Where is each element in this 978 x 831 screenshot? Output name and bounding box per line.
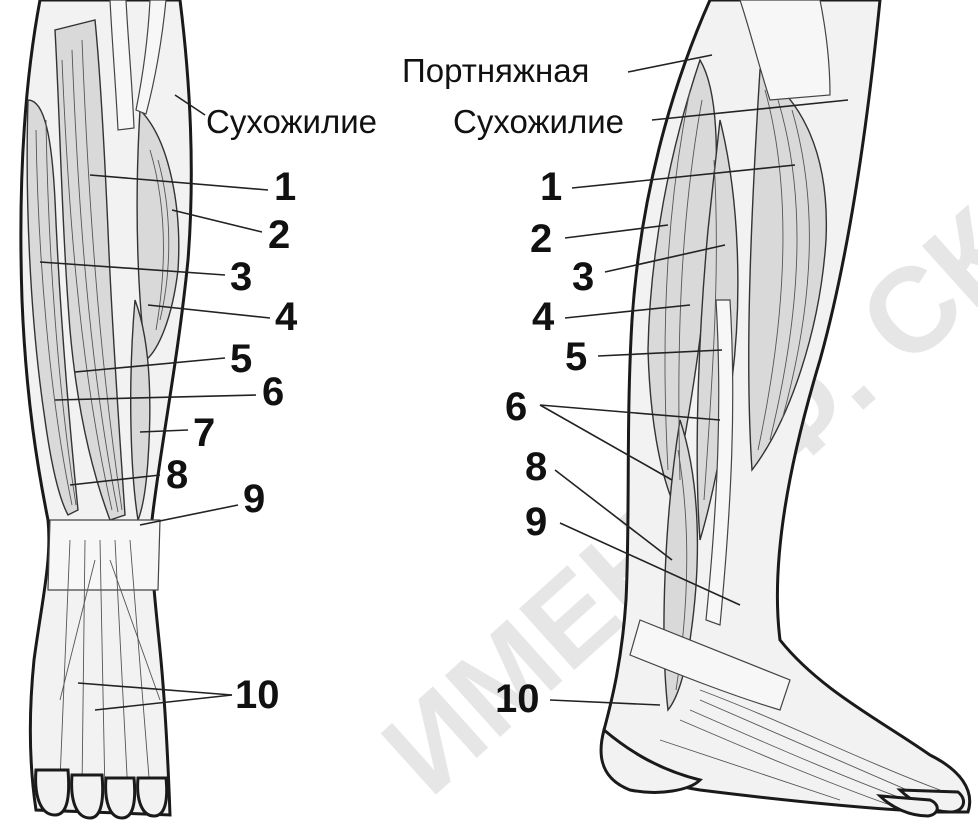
right-leg-illustration <box>601 0 970 816</box>
right-label-tendon: Сухожилие <box>453 103 624 140</box>
left-label-9: 9 <box>243 477 265 521</box>
right-label-10: 10 <box>495 677 540 721</box>
right-label-2: 2 <box>530 217 552 261</box>
left-label-10: 10 <box>235 673 280 717</box>
right-label-4: 4 <box>532 295 555 339</box>
right-label-8: 8 <box>525 445 547 489</box>
left-label-tendon: Сухожилие <box>206 103 377 140</box>
left-label-7: 7 <box>193 411 215 455</box>
right-label-3: 3 <box>572 255 594 299</box>
right-label-9: 9 <box>525 500 547 544</box>
left-label-6: 6 <box>262 370 284 414</box>
right-label-sartorius: Портняжная <box>402 52 589 89</box>
left-ankle-bands <box>48 520 160 590</box>
right-label-6: 6 <box>505 385 527 429</box>
left-label-2: 2 <box>268 213 290 257</box>
left-label-3: 3 <box>230 255 252 299</box>
left-label-1: 1 <box>274 165 296 209</box>
right-label-1: 1 <box>540 165 562 209</box>
left-label-5: 5 <box>230 337 252 381</box>
right-label-5: 5 <box>565 335 587 379</box>
left-label-8: 8 <box>166 453 188 497</box>
left-leg-illustration <box>21 0 191 818</box>
left-label-4: 4 <box>275 295 298 339</box>
